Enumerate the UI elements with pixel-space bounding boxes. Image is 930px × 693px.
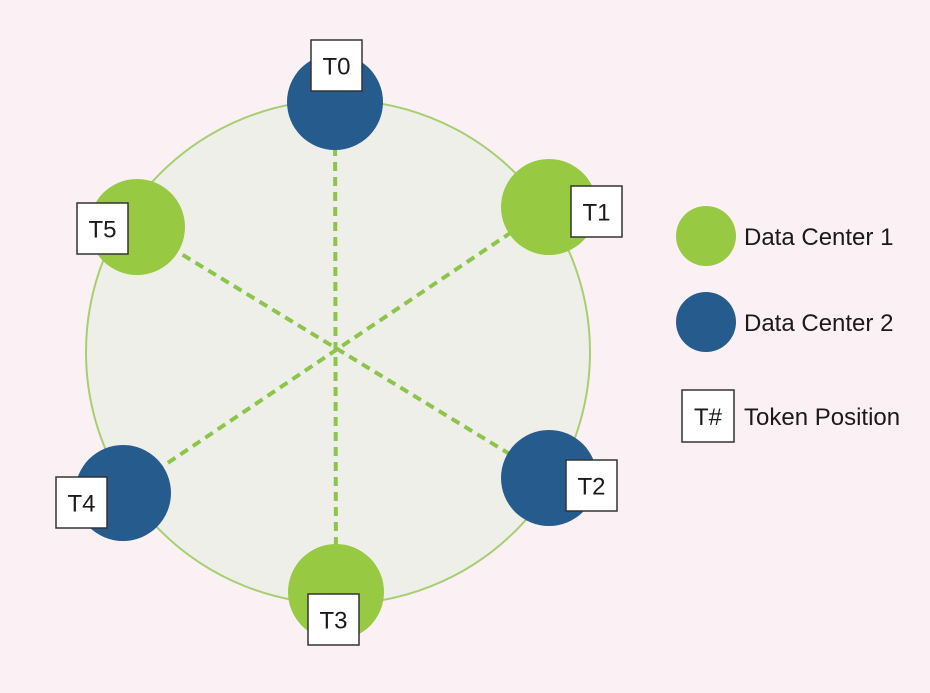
node-t4: T4 xyxy=(55,445,171,541)
node-t1: T1 xyxy=(501,159,623,255)
ring-spoke-t0-t3 xyxy=(333,101,338,593)
legend-item-data-center-2: Data Center 2 xyxy=(676,292,893,352)
ring-spoke-t2-t5 xyxy=(135,225,551,480)
token-box xyxy=(565,459,618,512)
token-box xyxy=(310,39,363,92)
legend-label: Token Position xyxy=(744,404,900,431)
token-label: T2 xyxy=(577,474,605,501)
token-box xyxy=(307,593,360,646)
token-label: T3 xyxy=(319,608,347,635)
token-box xyxy=(570,185,623,238)
spoke-layer xyxy=(121,101,551,593)
token-label: T0 xyxy=(322,54,350,81)
legend-label: Data Center 2 xyxy=(744,310,893,337)
node-t3: T3 xyxy=(288,544,384,646)
legend-label: Data Center 1 xyxy=(744,224,893,251)
legend-item-data-center-1: Data Center 1 xyxy=(676,206,893,266)
legend-token-box xyxy=(681,389,735,443)
legend: Data Center 1 Data Center 2 T# Token Positi… xyxy=(676,206,900,443)
legend-swatch xyxy=(676,206,736,266)
node-t5: T5 xyxy=(76,179,185,275)
node-t0: T0 xyxy=(287,39,383,150)
legend-item-token: T# Token Position xyxy=(681,389,900,443)
legend-swatch xyxy=(676,292,736,352)
legend-token-symbol: T# xyxy=(694,404,723,431)
token-box xyxy=(76,202,129,255)
token-label: T5 xyxy=(88,217,116,244)
node-t2: T2 xyxy=(501,430,618,526)
token-label: T1 xyxy=(582,200,610,227)
token-box xyxy=(55,476,108,529)
token-label: T4 xyxy=(67,491,95,518)
